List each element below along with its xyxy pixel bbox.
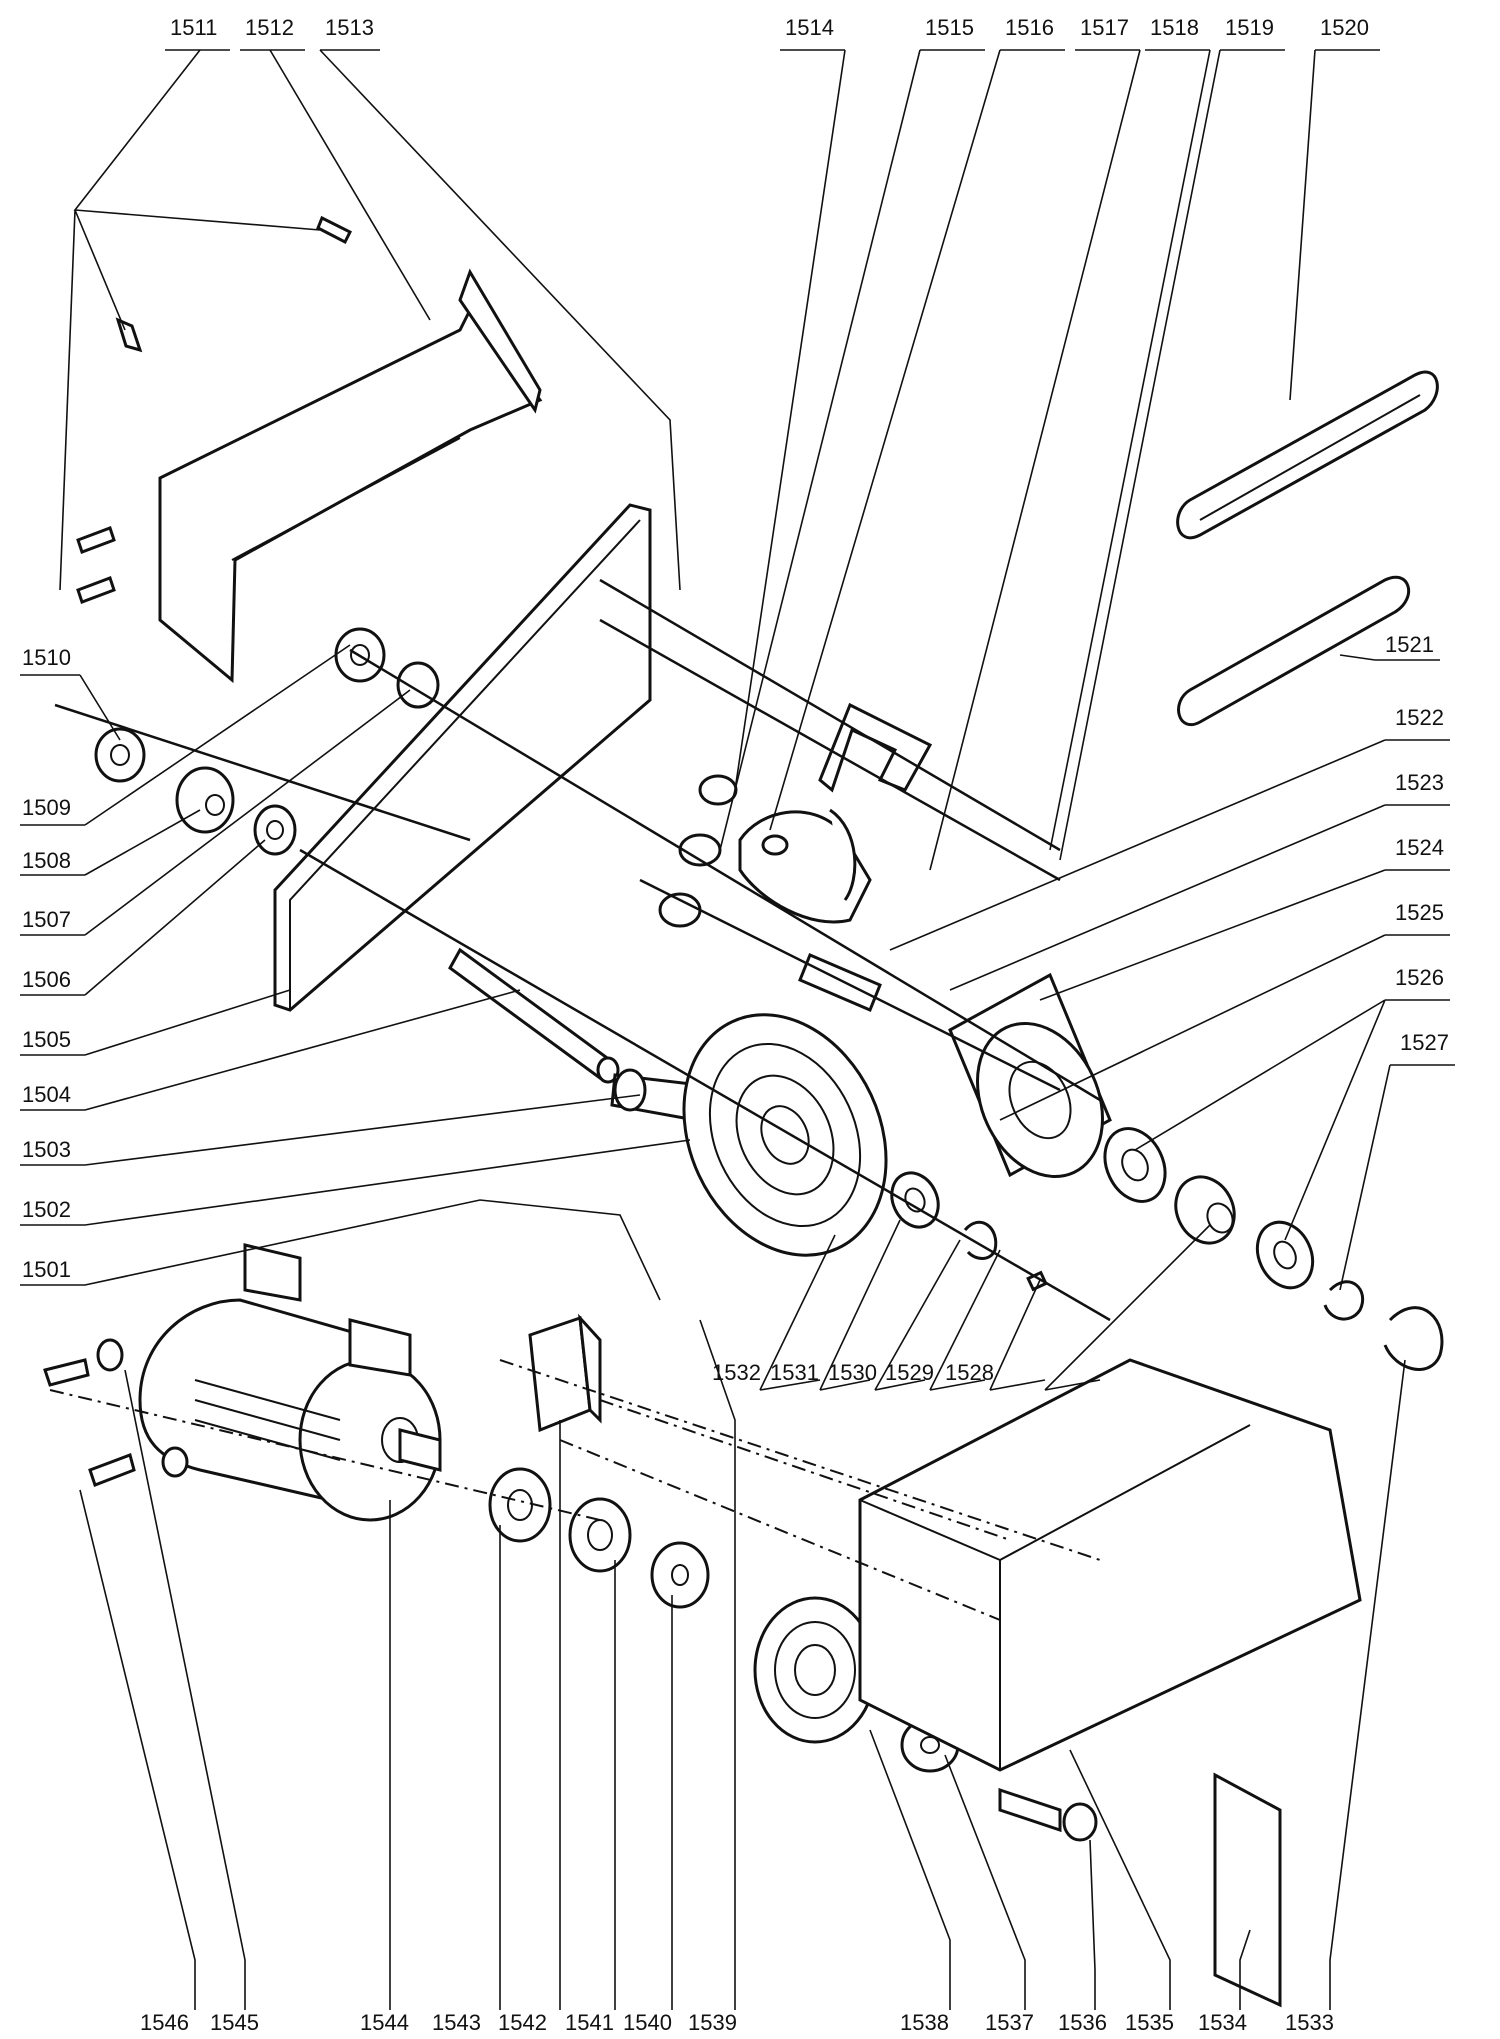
label-plate bbox=[1213, 1772, 1282, 2008]
spacer-sleeve bbox=[610, 1068, 702, 1122]
toothed-belt bbox=[1176, 370, 1439, 540]
leader-lines bbox=[20, 49, 1455, 2010]
pivot-bracket bbox=[738, 808, 872, 924]
part-label-1542: 1542 bbox=[498, 2010, 547, 2035]
circlip-1533 bbox=[1383, 1306, 1444, 1371]
part-label-1525: 1525 bbox=[1395, 900, 1444, 925]
part-label-1515: 1515 bbox=[925, 15, 974, 40]
part-label-1545: 1545 bbox=[210, 2010, 259, 2035]
v-belt bbox=[1177, 575, 1411, 726]
part-label-1507: 1507 bbox=[22, 907, 71, 932]
bearing-1526-a bbox=[1103, 1127, 1167, 1203]
part-label-1509: 1509 bbox=[22, 795, 71, 820]
part-label-1513: 1513 bbox=[325, 15, 374, 40]
part-label-1534: 1534 bbox=[1198, 2010, 1247, 2035]
labels-left: 1510 1509 1508 1507 1506 1505 1504 1503 … bbox=[22, 645, 71, 1282]
part-label-1508: 1508 bbox=[22, 848, 71, 873]
part-label-1533: 1533 bbox=[1285, 2010, 1334, 2035]
part-label-1530: 1530 bbox=[828, 1360, 877, 1385]
part-label-1527: 1527 bbox=[1400, 1030, 1449, 1055]
part-label-1535: 1535 bbox=[1125, 2010, 1174, 2035]
part-label-1517: 1517 bbox=[1080, 15, 1129, 40]
part-label-1511: 1511 bbox=[170, 15, 217, 40]
labels-right: 1521 1522 1523 1524 1525 1526 1527 bbox=[1385, 632, 1449, 1055]
bearing-1526-b bbox=[1255, 1220, 1315, 1290]
part-label-1526: 1526 bbox=[1395, 965, 1444, 990]
part-label-1518: 1518 bbox=[1150, 15, 1199, 40]
part-label-1529: 1529 bbox=[885, 1360, 934, 1385]
part-label-1510: 1510 bbox=[22, 645, 71, 670]
part-label-1541: 1541 bbox=[565, 2010, 614, 2035]
circlip-1527 bbox=[1323, 1280, 1365, 1321]
part-label-1512: 1512 bbox=[245, 15, 294, 40]
part-label-1543: 1543 bbox=[432, 2010, 481, 2035]
axis-lines bbox=[49, 578, 1111, 1621]
part-label-1519: 1519 bbox=[1225, 15, 1274, 40]
motor-bracket bbox=[528, 1313, 602, 1433]
nut-1508 bbox=[175, 766, 235, 834]
part-label-1528: 1528 bbox=[945, 1360, 994, 1385]
part-label-1516: 1516 bbox=[1005, 15, 1054, 40]
part-label-1531: 1531 bbox=[770, 1360, 819, 1385]
idler-shaft bbox=[798, 953, 882, 1012]
part-label-1523: 1523 bbox=[1395, 770, 1444, 795]
lower-pulley bbox=[753, 1596, 877, 1744]
lower-belt-guard bbox=[858, 1358, 1362, 1772]
bolt-1536 bbox=[998, 1787, 1098, 1842]
part-label-1524: 1524 bbox=[1395, 835, 1444, 860]
belt-guard-cover bbox=[158, 268, 543, 684]
bushings-1515 bbox=[658, 774, 738, 928]
washer-1545 bbox=[96, 1338, 189, 1478]
part-label-1520: 1520 bbox=[1320, 15, 1369, 40]
drive-roller bbox=[948, 972, 1112, 1179]
pulley-1543 bbox=[488, 1467, 552, 1543]
part-label-1502: 1502 bbox=[22, 1197, 71, 1222]
shaft-1504 bbox=[448, 947, 620, 1084]
part-label-1539: 1539 bbox=[688, 2010, 737, 2035]
part-label-1532: 1532 bbox=[712, 1360, 761, 1385]
part-label-1506: 1506 bbox=[22, 967, 71, 992]
bushing-1528 bbox=[1174, 1175, 1236, 1245]
washer-1506 bbox=[253, 804, 297, 856]
part-label-1537: 1537 bbox=[985, 2010, 1034, 2035]
part-label-1505: 1505 bbox=[22, 1027, 71, 1052]
part-label-1540: 1540 bbox=[623, 2010, 672, 2035]
washer-1531 bbox=[890, 1171, 940, 1229]
circlip-1530 bbox=[963, 1220, 998, 1260]
part-label-1504: 1504 bbox=[22, 1082, 71, 1107]
part-label-1544: 1544 bbox=[360, 2010, 409, 2035]
washer-1540 bbox=[650, 1541, 710, 1609]
labels-mid: 1532 1531 1530 1529 1528 bbox=[712, 1360, 994, 1385]
motor bbox=[138, 1243, 442, 1522]
part-label-1546: 1546 bbox=[140, 2010, 189, 2035]
screw-1546 bbox=[43, 1358, 136, 1487]
labels-top: 1511 1512 1513 1514 1515 1516 1517 1518 … bbox=[170, 15, 1369, 40]
part-label-1503: 1503 bbox=[22, 1137, 71, 1162]
part-label-1501: 1501 bbox=[22, 1257, 71, 1282]
mounting-plate bbox=[273, 503, 652, 1012]
part-label-1538: 1538 bbox=[900, 2010, 949, 2035]
large-pulley bbox=[682, 1013, 888, 1257]
pulley-1541 bbox=[568, 1497, 632, 1573]
part-label-1521: 1521 bbox=[1385, 632, 1434, 657]
nut-1510 bbox=[94, 727, 146, 783]
labels-bottom: 1546 1545 1544 1543 1542 1541 1540 1539 … bbox=[140, 2010, 1334, 2035]
part-label-1522: 1522 bbox=[1395, 705, 1444, 730]
part-label-1514: 1514 bbox=[785, 15, 834, 40]
part-label-1536: 1536 bbox=[1058, 2010, 1107, 2035]
